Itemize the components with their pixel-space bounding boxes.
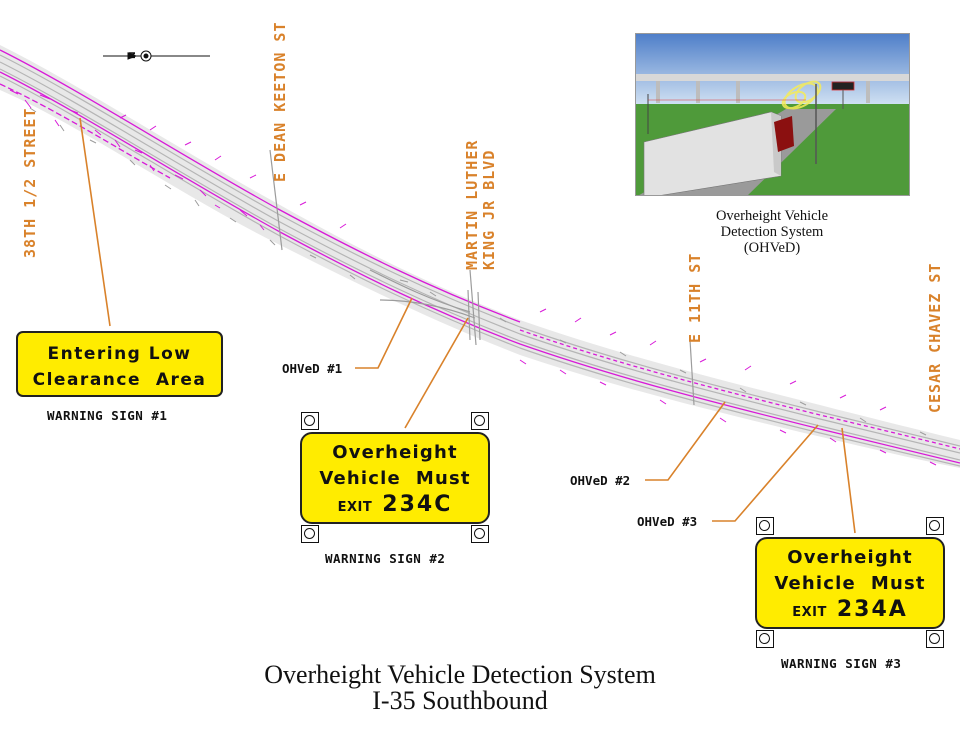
warning-sign-2-line1: Overheight <box>332 442 458 463</box>
sign-3-beacon-icon <box>756 630 774 648</box>
street-label-cesar-chavez: CESAR CHAVEZ ST <box>926 262 944 413</box>
street-label-mlk-line2: KING JR BLVD <box>480 149 498 270</box>
street-label-11th: E 11TH ST <box>686 252 704 343</box>
photo-caption-line1: Overheight Vehicle <box>715 208 829 224</box>
photo-caption-line2: Detection System <box>720 224 824 240</box>
sign-2-beacon-icon <box>471 412 489 430</box>
warning-sign-1-caption: WARNING SIGN #1 <box>47 408 168 423</box>
leader-warning-sign-3 <box>841 427 856 534</box>
street-label-38th: 38TH 1/2 STREET <box>21 107 39 258</box>
ohved-label-3: OHVeD #3 <box>637 514 698 529</box>
photo-caption: Overheight Vehicle Detection System (OHV… <box>672 208 872 256</box>
street-label-mlk-line1: MARTIN LUTHER <box>463 139 481 270</box>
warning-sign-3-exit-word: EXIT <box>792 605 827 620</box>
leader-ohved-1 <box>355 297 413 369</box>
map-title: Overheight Vehicle Detection System I-35… <box>160 662 760 714</box>
warning-sign-2-exit-word: EXIT <box>337 500 373 515</box>
photo-message-sign <box>831 81 855 91</box>
leader-lines <box>79 117 856 534</box>
leader-ohved-2 <box>645 401 726 481</box>
warning-sign-3-exit: EXIT 234A <box>757 597 943 626</box>
photo-caption-line3: (OHVeD) <box>743 240 801 256</box>
warning-sign-2-caption: WARNING SIGN #2 <box>325 551 446 566</box>
street-label-mlk: MARTIN LUTHER KING JR BLVD <box>463 139 498 270</box>
cross-streets <box>269 149 695 406</box>
leader-warning-sign-2 <box>404 317 469 429</box>
sign-3-beacon-icon <box>756 517 774 535</box>
parcel-clutter-gray <box>29 107 927 436</box>
north-arrow-letter: N <box>128 51 138 59</box>
warning-sign-2-exit-number: 234C <box>382 492 453 517</box>
road-detail-lines <box>0 49 960 464</box>
sign-3-beacon-icon <box>926 630 944 648</box>
warning-sign-3-exit-number: 234A <box>836 597 908 622</box>
sign-2-beacon-icon <box>301 525 319 543</box>
warning-sign-2-exit: EXIT 234C <box>302 492 488 521</box>
sign-2-beacon-icon <box>301 412 319 430</box>
warning-sign-3-line2: Vehicle Must <box>774 573 926 594</box>
warning-sign-3-caption: WARNING SIGN #3 <box>781 656 902 671</box>
parcel-clutter <box>9 89 937 466</box>
warning-sign-1-line1: Entering Low <box>47 344 192 364</box>
ramps-mlk <box>369 269 481 341</box>
map-title-line2: I-35 Southbound <box>372 686 548 715</box>
leader-warning-sign-1 <box>79 117 111 327</box>
warning-sign-3: Overheight Vehicle Must EXIT 234A <box>755 537 945 629</box>
warning-sign-2-line2: Vehicle Must <box>319 468 471 489</box>
ohved-photo-inset <box>635 33 910 196</box>
map-title-line1: Overheight Vehicle Detection System <box>264 660 656 689</box>
north-arrow <box>103 50 210 62</box>
warning-sign-1-line2: Clearance Area <box>32 370 207 390</box>
street-label-dean-keeton: E DEAN KEETON ST <box>271 21 289 183</box>
ohved-label-1: OHVeD #1 <box>282 361 343 376</box>
sign-3-beacon-icon <box>926 517 944 535</box>
warning-sign-2: Overheight Vehicle Must EXIT 234C <box>300 432 490 524</box>
photo-bridge <box>636 74 909 81</box>
ohved-label-2: OHVeD #2 <box>570 473 631 488</box>
photo-sky <box>636 34 909 104</box>
sign-2-beacon-icon <box>471 525 489 543</box>
leader-ohved-3 <box>712 424 819 522</box>
photo-truck-cab <box>774 116 794 152</box>
warning-sign-1: Entering Low Clearance Area <box>16 331 223 397</box>
warning-sign-3-line1: Overheight <box>787 547 913 568</box>
